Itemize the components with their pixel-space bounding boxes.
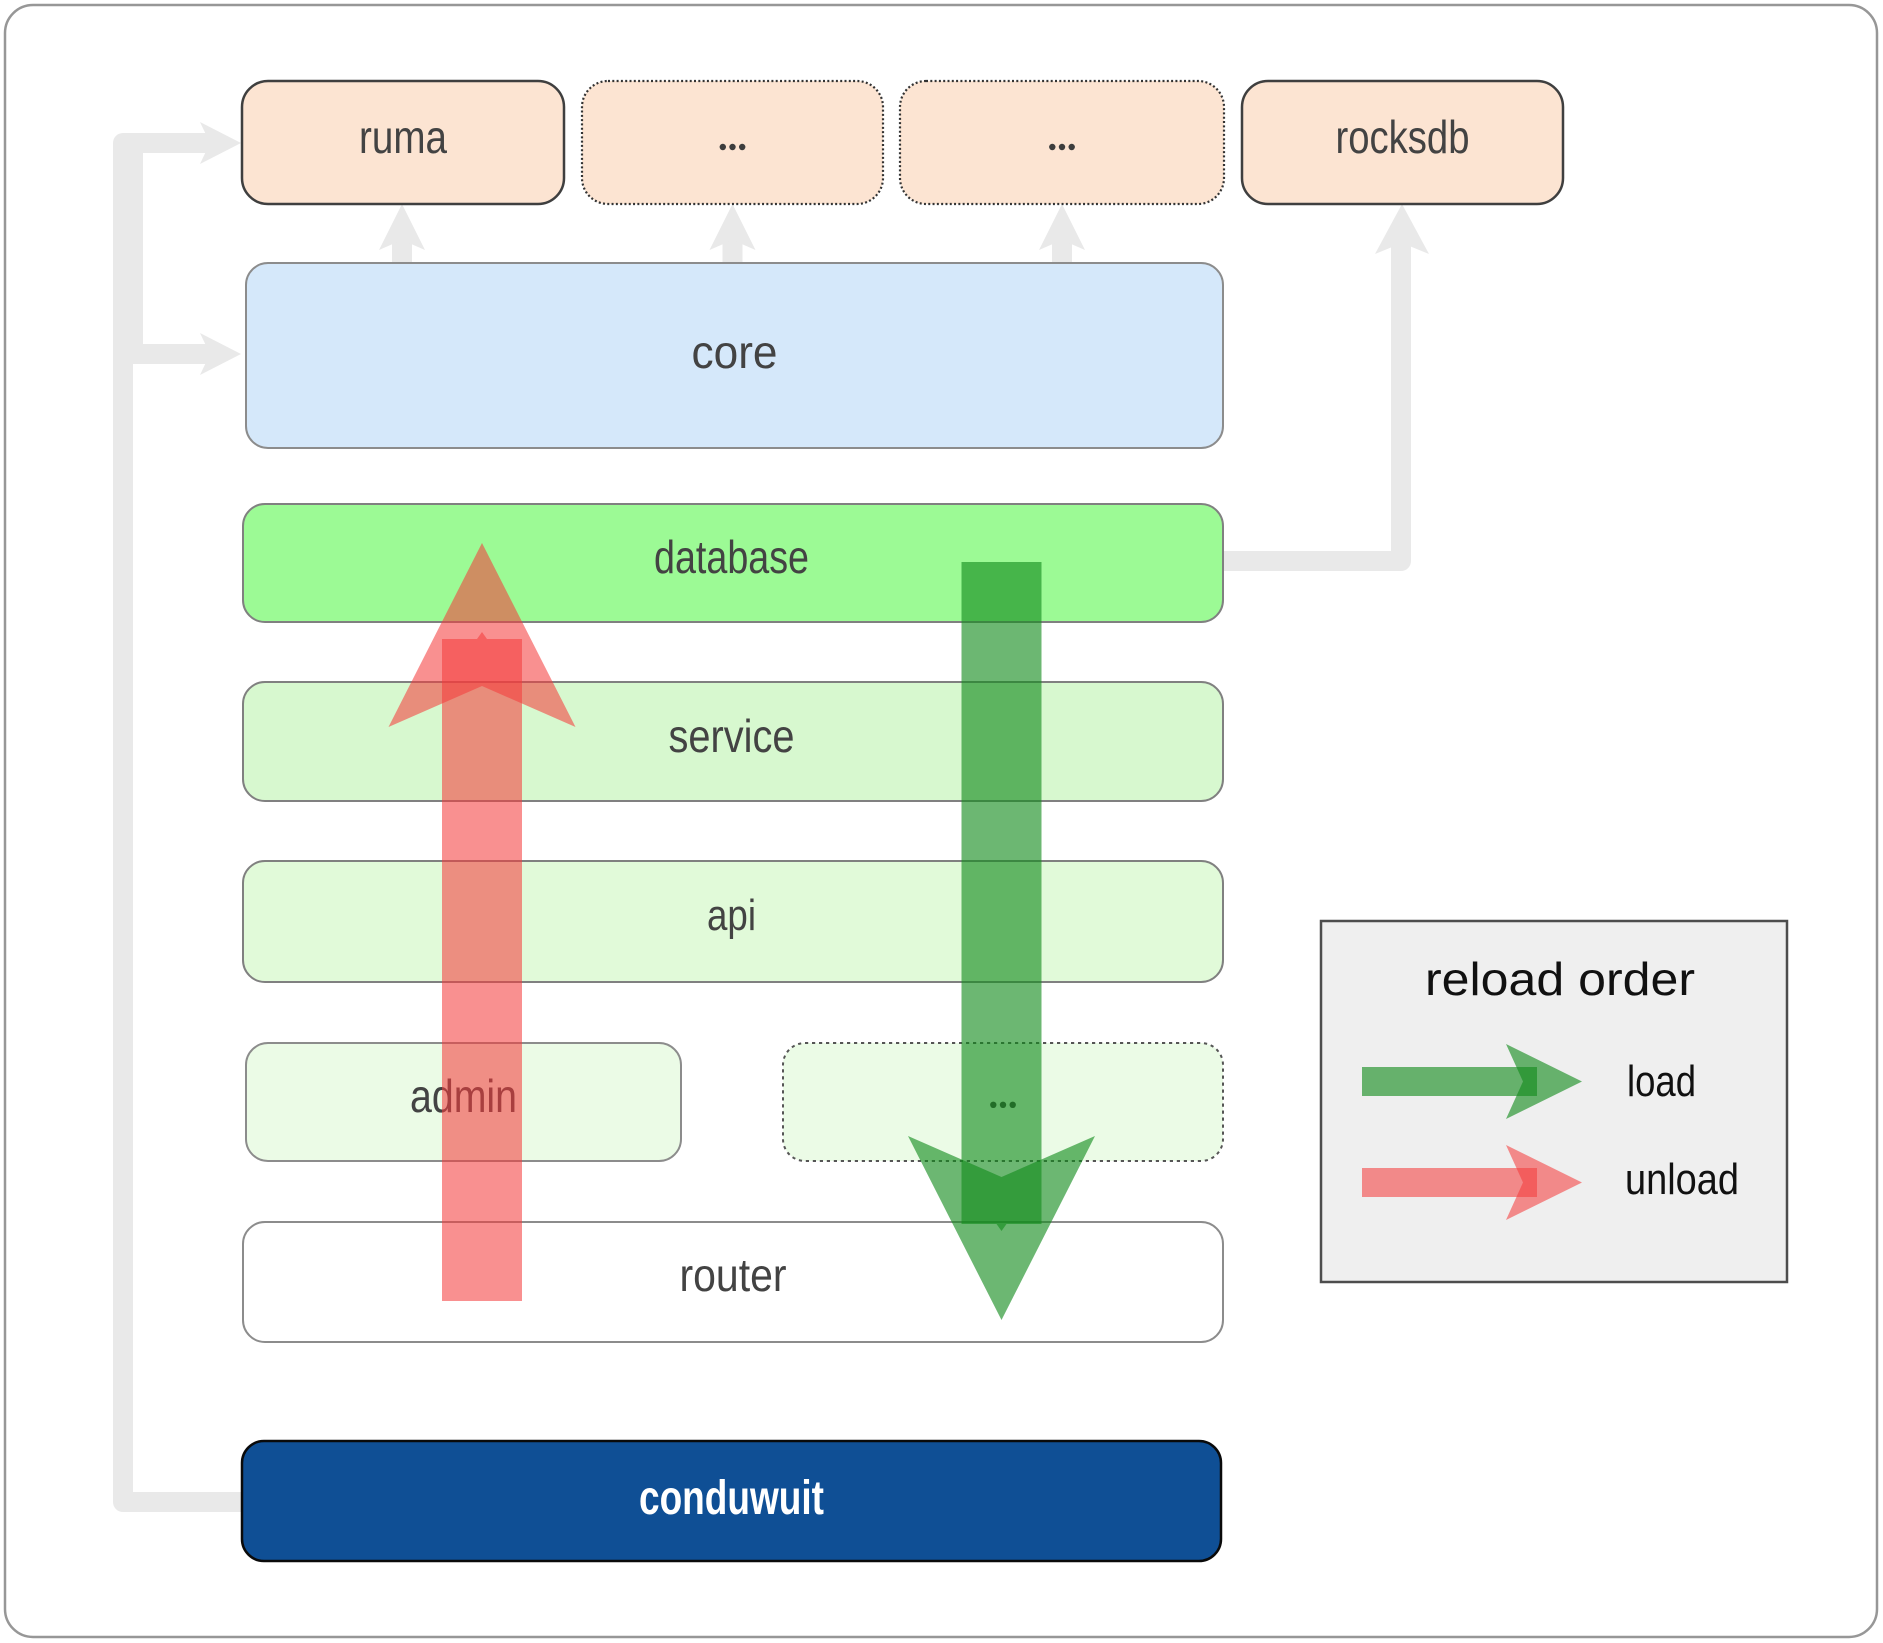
svg-text:rocksdb: rocksdb: [1336, 111, 1470, 163]
svg-text:service: service: [669, 710, 795, 762]
svg-text:api: api: [707, 891, 756, 940]
svg-text:database: database: [654, 531, 809, 583]
svg-text:ruma: ruma: [359, 111, 447, 163]
svg-text:conduwuit: conduwuit: [639, 1472, 824, 1525]
svg-text:core: core: [692, 326, 778, 378]
svg-text:unload: unload: [1625, 1155, 1739, 1204]
svg-text:router: router: [680, 1249, 787, 1301]
svg-text:load: load: [1627, 1057, 1696, 1106]
svg-text:reload order: reload order: [1425, 953, 1695, 1005]
